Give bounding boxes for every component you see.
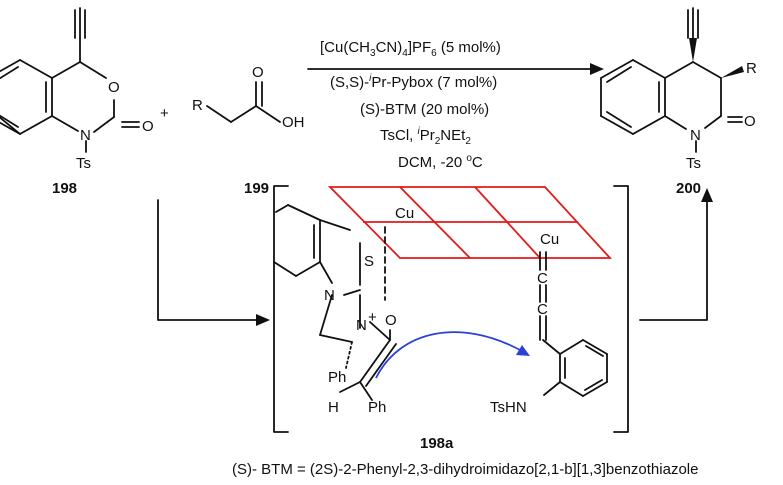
reaction-arrow xyxy=(307,63,604,75)
lactam-nitrogen: N xyxy=(690,127,701,144)
process-arrows xyxy=(157,188,713,326)
ring-nitrogen: N xyxy=(80,127,91,144)
btm-definition-footnote: (S)- BTM = (2S)-2-Phenyl-2,3-dihydroimid… xyxy=(232,461,698,478)
compound-200: R O N Ts 200 xyxy=(600,7,757,197)
compound-199-label: 199 xyxy=(244,180,269,197)
positive-charge: + xyxy=(368,309,377,326)
tosyl-label: Ts xyxy=(76,155,91,172)
compound-199: R O OH 199 xyxy=(192,64,305,197)
acid-hydroxyl: OH xyxy=(282,114,305,131)
phenyl-stereocenter: Ph xyxy=(328,369,346,386)
vinyl-hydrogen: H xyxy=(328,399,339,416)
enolate-oxygen: O xyxy=(385,312,397,329)
benzothiazole-bonds xyxy=(273,204,397,401)
r-group-product: R xyxy=(746,60,757,77)
allenylidene-bonds xyxy=(539,251,561,355)
intermediate-198a: Cu O xyxy=(273,204,608,452)
compound-199-bonds xyxy=(206,81,281,123)
intermediate-198a-label: 198a xyxy=(420,435,454,452)
plus-sign: + xyxy=(160,105,169,122)
imidazole-nitrogen: N xyxy=(324,287,335,304)
carbonyl-oxygen: O xyxy=(142,118,154,135)
wedge-bond-r xyxy=(721,66,744,78)
reaction-conditions: [Cu(CH3CN)4]PF6 (5 mol%) (S,S)-iPr-Pybox… xyxy=(320,39,501,171)
phenyl-vinyl: Ph xyxy=(368,399,386,416)
copper-coordination-planes xyxy=(327,186,613,259)
aniline-ring-bonds xyxy=(543,339,608,397)
r-group: R xyxy=(192,97,203,114)
compound-198-bonds xyxy=(0,7,140,153)
solvent-temperature: DCM, -20 oC xyxy=(398,153,483,171)
iminium-nitrogen: N xyxy=(356,317,367,334)
intermediate-brackets xyxy=(273,185,629,433)
compound-200-bonds xyxy=(600,7,743,153)
nucleophilic-attack-arrow xyxy=(375,331,521,379)
reagent-tscl-base: TsCl, iPr2NEt2 xyxy=(380,126,471,147)
catalyst-copper: [Cu(CH3CN)4]PF6 (5 mol%) xyxy=(320,39,501,59)
compound-200-label: 200 xyxy=(676,180,701,197)
catalyst-btm: (S)-BTM (20 mol%) xyxy=(360,101,489,118)
copper-atom-1: Cu xyxy=(395,205,414,222)
thiazole-sulfur: S xyxy=(364,253,374,270)
ligand-pybox: (S,S)-iPr-Pybox (7 mol%) xyxy=(330,73,497,91)
compound-198: O O N Ts 198 xyxy=(0,7,154,197)
acid-carbonyl-oxygen: O xyxy=(252,64,264,81)
wedge-bond-ethynyl xyxy=(689,38,697,62)
ring-oxygen: O xyxy=(108,79,120,96)
lactam-oxygen: O xyxy=(744,113,756,130)
allene-carbon-1: C xyxy=(537,270,548,287)
tosyl-label-product: Ts xyxy=(686,155,701,172)
allene-carbon-2: C xyxy=(537,301,548,318)
copper-atom-2: Cu xyxy=(540,231,559,248)
compound-198-label: 198 xyxy=(52,180,77,197)
sulfonamide-tshn: TsHN xyxy=(490,399,527,416)
